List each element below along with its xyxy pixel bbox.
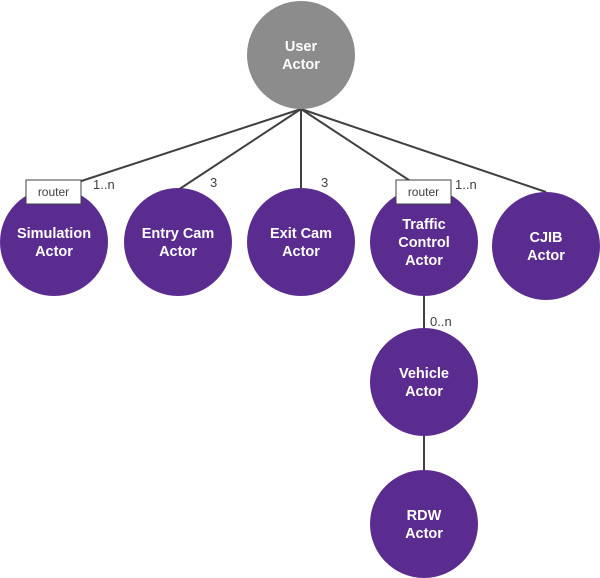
- multiplicity-label: 3: [210, 175, 217, 190]
- vehicle-label-line: Vehicle: [399, 366, 449, 382]
- cjib-actor-node: CJIB Actor: [492, 192, 600, 300]
- traffic-control-label-line: Actor: [405, 253, 443, 269]
- edge-user-to-entry-cam: [177, 108, 302, 191]
- traffic-control-node-circle: [370, 188, 478, 296]
- cjib-node-circle: [492, 192, 600, 300]
- simulation-node-circle: [0, 188, 108, 296]
- user-label-line: User: [285, 39, 318, 55]
- exit-cam-label-line: Exit Cam: [270, 226, 332, 242]
- rdw-label-line: Actor: [405, 526, 443, 542]
- multiplicity-label: 1..n: [93, 177, 115, 192]
- user-node-circle: [247, 1, 355, 109]
- edge-user-to-simulation: [53, 108, 302, 191]
- edge-labels-layer: router 1..n 3 3 router 1..n 0..n: [25, 175, 477, 329]
- entry-cam-label-line: Actor: [159, 244, 197, 260]
- router-box-frame: [395, 179, 452, 205]
- traffic-control-label-line: Control: [398, 235, 450, 251]
- vehicle-node-circle: [370, 328, 478, 436]
- multiplicity-label: 0..n: [430, 314, 452, 329]
- simulation-label-line: Simulation: [17, 226, 91, 242]
- router-label: router: [38, 185, 69, 199]
- router-box: router: [395, 179, 452, 205]
- rdw-node-circle: [370, 470, 478, 578]
- cjib-label-line: CJIB: [529, 230, 562, 246]
- exit-cam-label-line: Actor: [282, 244, 320, 260]
- simulation-label-line: Actor: [35, 244, 73, 260]
- exit-cam-node-circle: [247, 188, 355, 296]
- traffic-control-label-line: Traffic: [402, 217, 446, 233]
- rdw-label-line: RDW: [407, 508, 442, 524]
- vehicle-label-line: Actor: [405, 384, 443, 400]
- entry-cam-label-line: Entry Cam: [142, 226, 215, 242]
- multiplicity-label: 1..n: [455, 177, 477, 192]
- rdw-actor-node: RDW Actor: [370, 470, 478, 578]
- edge-user-to-cjib: [300, 108, 547, 193]
- multiplicity-label: 3: [321, 175, 328, 190]
- router-box: router: [25, 179, 82, 205]
- cjib-label-line: Actor: [527, 248, 565, 264]
- user-label-line: Actor: [282, 57, 320, 73]
- edge-user-to-traffic-control: [300, 108, 425, 191]
- router-label: router: [408, 185, 439, 199]
- router-box-frame: [25, 179, 82, 205]
- entry-cam-node-circle: [124, 188, 232, 296]
- edges-layer: [53, 108, 547, 470]
